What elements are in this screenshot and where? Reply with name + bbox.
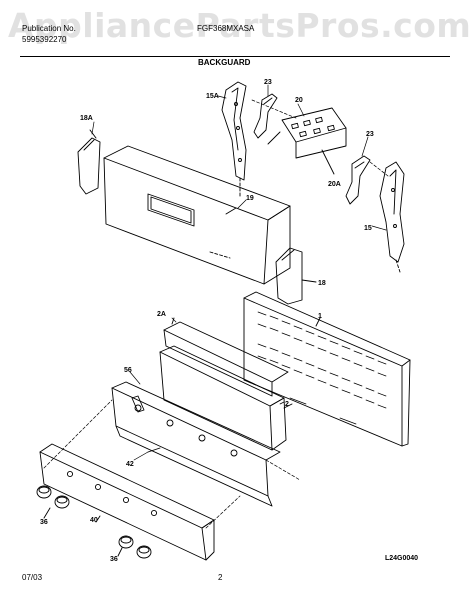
part-20a-leader	[321, 149, 335, 175]
drawing-id: L24G0040	[385, 555, 419, 562]
section-title: BACKGUARD	[198, 58, 251, 67]
alignment-lines	[43, 99, 389, 529]
part-42-control-bracket	[111, 381, 281, 507]
part-18a-end-cap	[77, 129, 101, 195]
callout-42: 42	[126, 461, 134, 468]
header-rule	[20, 56, 450, 57]
callout-23-upper: 23	[264, 79, 272, 86]
callout-19: 19	[246, 195, 254, 202]
publication-number: 5995392270	[22, 35, 67, 44]
callout-2: 2	[285, 401, 289, 408]
part-23-clip-lower	[345, 155, 371, 205]
part-1-rear-panel	[243, 291, 411, 447]
callout-18a: 18A	[80, 115, 93, 122]
part-18-end-cap	[275, 247, 317, 305]
callout-1: 1	[318, 313, 322, 320]
callout-leaders	[91, 84, 387, 461]
model-number: FGF368MXASA	[197, 24, 255, 33]
page-number: 2	[218, 573, 223, 582]
callout-36-lower: 36	[110, 556, 118, 563]
callout-20: 20	[295, 97, 303, 104]
part-2a-heat-shield	[163, 317, 289, 397]
callout-40: 40	[90, 517, 98, 524]
part-23-clip-upper	[253, 93, 278, 139]
callout-20a: 20A	[328, 181, 341, 188]
part-15a-bracket	[221, 81, 247, 197]
callout-56: 56	[124, 367, 132, 374]
part-19-backguard-panel	[103, 145, 291, 285]
part-15-bracket	[379, 161, 405, 273]
callout-23-lower: 23	[366, 131, 374, 138]
footer-date: 07/03	[22, 573, 43, 582]
part-20-control-board	[267, 107, 347, 159]
publication-label: Publication No.	[22, 24, 76, 33]
callout-15a: 15A	[206, 93, 219, 100]
callout-18: 18	[318, 280, 326, 287]
part-36-knobs-lower	[117, 535, 152, 559]
part-36-knobs-left	[36, 485, 70, 519]
callout-36-left: 36	[40, 519, 48, 526]
callout-2a: 2A	[157, 311, 166, 318]
callout-15: 15	[364, 225, 372, 232]
part-56-insulation-panel	[159, 345, 293, 451]
